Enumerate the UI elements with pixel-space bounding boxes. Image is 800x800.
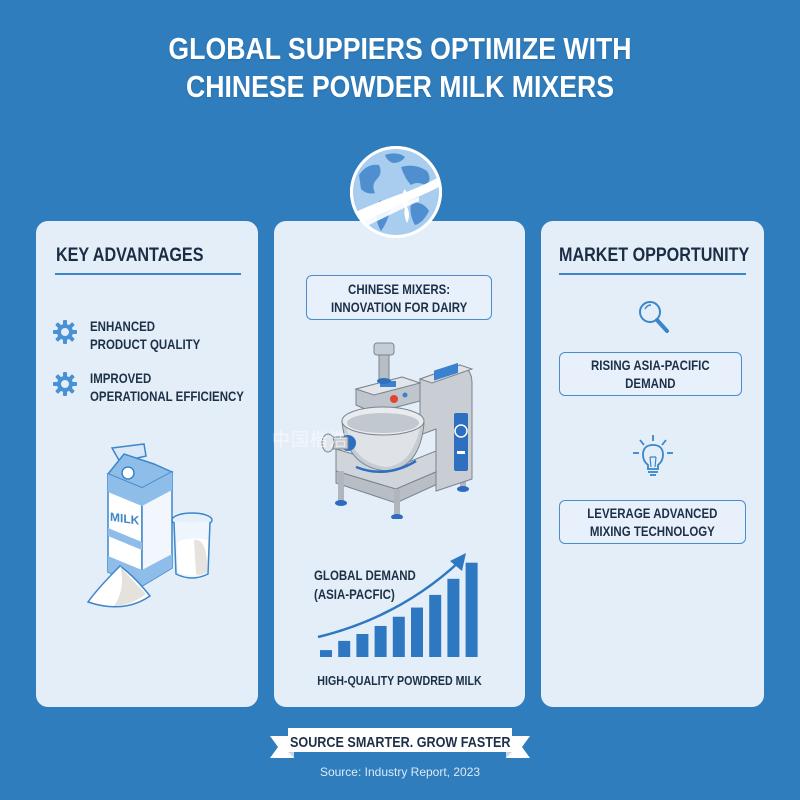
banner-slogan-text: SOURCE SMARTER. GROW FASTER <box>289 733 511 751</box>
milk-label: MILK <box>110 510 140 528</box>
rising-demand-line-2: DEMAND <box>625 375 676 391</box>
chart-title-line-2: (ASIA-PACFIC) <box>314 586 395 602</box>
advanced-technology-line-2: MIXING TECHNOLOGY <box>589 523 715 539</box>
chart-bar <box>320 650 332 657</box>
powder-mixer-machine-illustration <box>321 342 474 519</box>
chart-bar <box>374 625 387 657</box>
gear-icon <box>53 320 77 344</box>
milk-carton-glass-powder-illustration: MILK <box>86 443 213 608</box>
advantage-line-1: IMPROVED <box>90 370 152 386</box>
advanced-technology-line-1: LEVERAGE ADVANCED <box>587 505 718 521</box>
key-advantages-panel: KEY ADVANTAGES ENHANCED PRODUCT QUALITY <box>36 221 258 707</box>
advantage-line-2: OPERATIONAL EFFICIENCY <box>90 388 244 404</box>
chart-bar <box>411 607 423 657</box>
chart-title-line-1: GLOBAL DEMAND <box>314 567 416 583</box>
source-note: Source: Industry Report, 2023 <box>319 765 481 779</box>
chart-bar <box>465 562 478 657</box>
watermark: 中国楷浩 <box>272 430 348 451</box>
page-title: GLOBAL SUPPIERS OPTIMIZE WITH CHINESE PO… <box>56 30 744 106</box>
chart-bar <box>392 616 405 657</box>
banner-slogan: SOURCE SMARTER. GROW FASTER <box>289 731 511 753</box>
magnifier-icon <box>639 301 669 333</box>
gear-icon <box>53 372 77 396</box>
chart-bar <box>447 578 460 657</box>
ribbon-banner <box>270 728 530 758</box>
chart-bar <box>338 640 351 657</box>
key-advantages-heading: KEY ADVANTAGES <box>56 245 204 266</box>
chart-caption: HIGH-QUALITY POWDRED MILK <box>317 673 482 688</box>
market-opportunity-heading: MARKET OPPORTUNITY <box>559 245 750 266</box>
lightbulb-icon <box>633 435 673 476</box>
rising-demand-label: RISING ASIA-PACIFIC DEMAND <box>559 352 742 396</box>
trend-arrow-head <box>450 553 466 571</box>
title-line-2: CHINESE POWDER MILK MIXERS <box>185 69 615 104</box>
heading-divider <box>559 273 746 275</box>
market-opportunity-panel: MARKET OPPORTUNITY RISING ASIA-PACIFIC D… <box>541 221 764 707</box>
advanced-technology-label: LEVERAGE ADVANCED MIXING TECHNOLOGY <box>559 500 746 544</box>
mixers-label-line-1: CHINESE MIXERS: <box>347 280 451 297</box>
title-line-1: GLOBAL SUPPIERS OPTIMIZE WITH <box>168 31 632 66</box>
heading-divider <box>55 273 241 275</box>
advantage-item-efficiency: IMPROVED OPERATIONAL EFFICIENCY <box>52 369 278 405</box>
demand-bar-chart <box>317 553 478 657</box>
advantage-line-1: ENHANCED <box>90 318 156 334</box>
chart-bars <box>320 562 478 657</box>
advantage-item-quality: ENHANCED PRODUCT QUALITY <box>52 317 225 353</box>
chart-bar <box>356 634 369 657</box>
globe-milk-splash-icon <box>350 146 442 238</box>
mixers-panel: CHINESE MIXERS: INNOVATION FOR DAIRY <box>274 221 525 707</box>
chart-bar <box>429 594 442 657</box>
mixers-label-line-2: INNOVATION FOR DAIRY <box>330 298 468 315</box>
chinese-mixers-label: CHINESE MIXERS: INNOVATION FOR DAIRY <box>306 275 492 320</box>
advantage-line-2: PRODUCT QUALITY <box>90 336 201 352</box>
chart-title: GLOBAL DEMAND (ASIA-PACFIC) <box>314 566 416 604</box>
trend-arrow <box>317 560 461 639</box>
rising-demand-line-1: RISING ASIA-PACIFIC <box>591 357 710 373</box>
